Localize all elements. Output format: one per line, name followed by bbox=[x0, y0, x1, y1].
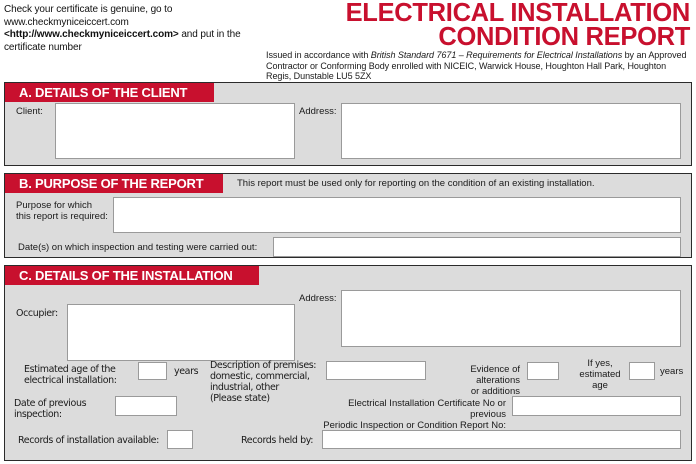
records-held-by-label: Records held by: bbox=[241, 435, 314, 446]
if-yes-label-line-3: age bbox=[592, 380, 608, 391]
section-c-heading: C. DETAILS OF THE INSTALLATION bbox=[5, 266, 259, 285]
section-a-heading: A. DETAILS OF THE CLIENT bbox=[5, 83, 214, 102]
section-b-header: B. PURPOSE OF THE REPORT This report mus… bbox=[5, 174, 691, 193]
occupier-input[interactable] bbox=[67, 304, 295, 361]
issued-prefix: Issued in accordance with bbox=[266, 50, 371, 60]
document-title: ELECTRICAL INSTALLATION CONDITION REPORT bbox=[260, 0, 691, 51]
installation-address-label: Address: bbox=[299, 293, 337, 304]
issued-in-accordance-note: Issued in accordance with British Standa… bbox=[266, 50, 690, 82]
purpose-label: Purpose for which this report is require… bbox=[16, 200, 121, 222]
masthead: Check your certificate is genuine, go to… bbox=[0, 0, 696, 82]
cert-note-url[interactable]: <http://www.checkmyniceiccert.com> bbox=[4, 29, 179, 41]
cert-note-line-2: www.checkmyniceiccert.com bbox=[4, 16, 129, 28]
purpose-input[interactable] bbox=[113, 197, 681, 233]
estimated-age-label-line-1: Estimated age of the bbox=[24, 364, 116, 375]
cert-note-line-3: and put in the bbox=[181, 29, 241, 41]
purpose-label-line-1: Purpose for which bbox=[16, 200, 93, 211]
if-yes-estimated-age-label: If yes, estimated age bbox=[572, 358, 628, 391]
inspection-dates-input[interactable] bbox=[273, 237, 681, 257]
certificate-number-input[interactable] bbox=[512, 396, 681, 416]
description-of-premises-input[interactable] bbox=[326, 361, 426, 380]
previous-inspection-input[interactable] bbox=[115, 396, 177, 416]
installation-address-input[interactable] bbox=[341, 290, 681, 347]
section-b-heading: B. PURPOSE OF THE REPORT bbox=[5, 174, 223, 193]
if-yes-years-label: years bbox=[660, 366, 684, 377]
certificate-number-label: Electrical Installation Certificate No o… bbox=[318, 398, 506, 431]
estimated-age-label-line-2: electrical installation: bbox=[24, 375, 117, 386]
document-title-line-2: CONDITION REPORT bbox=[438, 23, 690, 51]
records-held-by-input[interactable] bbox=[322, 430, 681, 449]
if-yes-label-line-2: estimated bbox=[579, 369, 621, 380]
cert-note-line-1: Check your certificate is genuine, go to bbox=[4, 4, 173, 15]
document-title-line-1: ELECTRICAL INSTALLATION bbox=[345, 0, 691, 27]
if-yes-estimated-age-input[interactable] bbox=[629, 362, 655, 380]
evidence-of-alterations-input[interactable] bbox=[527, 362, 559, 380]
client-label: Client: bbox=[16, 106, 43, 117]
inspection-dates-label: Date(s) on which inspection and testing … bbox=[18, 242, 258, 253]
description-label-line-4: (Please state) bbox=[210, 393, 270, 404]
cert-note-line-4: certificate number bbox=[4, 41, 82, 53]
description-of-premises-label: Description of premises: domestic, comme… bbox=[210, 360, 326, 404]
previous-inspection-label-line-2: inspection: bbox=[14, 409, 62, 420]
if-yes-label-line-1: If yes, bbox=[587, 358, 613, 369]
client-address-input[interactable] bbox=[341, 103, 681, 159]
issued-suffix: by an Approved Contractor or Conforming … bbox=[266, 50, 687, 82]
estimated-age-years-label: years bbox=[174, 366, 199, 377]
section-b-note: This report must be used only for report… bbox=[237, 178, 595, 189]
previous-inspection-label: Date of previous inspection: bbox=[14, 398, 118, 420]
client-input[interactable] bbox=[55, 103, 295, 159]
occupier-label: Occupier: bbox=[16, 308, 58, 319]
issued-standard-title: British Standard 7671 – Requirements for… bbox=[370, 50, 623, 60]
estimated-age-label: Estimated age of the electrical installa… bbox=[24, 364, 134, 386]
evidence-label-line-2: or additions bbox=[470, 386, 520, 397]
certificate-label-line-2: Periodic Inspection or Condition Report … bbox=[323, 420, 506, 431]
certificate-label-line-1: Electrical Installation Certificate No o… bbox=[348, 398, 506, 420]
previous-inspection-label-line-1: Date of previous bbox=[14, 398, 87, 409]
description-label-line-3: industrial, other bbox=[210, 382, 279, 393]
records-available-input[interactable] bbox=[167, 430, 193, 449]
purpose-label-line-2: this report is required: bbox=[16, 211, 108, 222]
description-label-line-1: Description of premises: bbox=[210, 360, 317, 371]
section-c-header: C. DETAILS OF THE INSTALLATION bbox=[5, 266, 691, 285]
certificate-check-note: Check your certificate is genuine, go to… bbox=[4, 4, 272, 54]
description-label-line-2: domestic, commercial, bbox=[210, 371, 310, 382]
client-address-label: Address: bbox=[299, 106, 337, 117]
records-available-label: Records of installation available: bbox=[18, 435, 159, 446]
estimated-age-input[interactable] bbox=[138, 362, 167, 380]
evidence-label-line-1: Evidence of alterations bbox=[470, 364, 520, 386]
section-a-header: A. DETAILS OF THE CLIENT bbox=[5, 83, 691, 102]
evidence-of-alterations-label: Evidence of alterations or additions bbox=[430, 364, 520, 397]
